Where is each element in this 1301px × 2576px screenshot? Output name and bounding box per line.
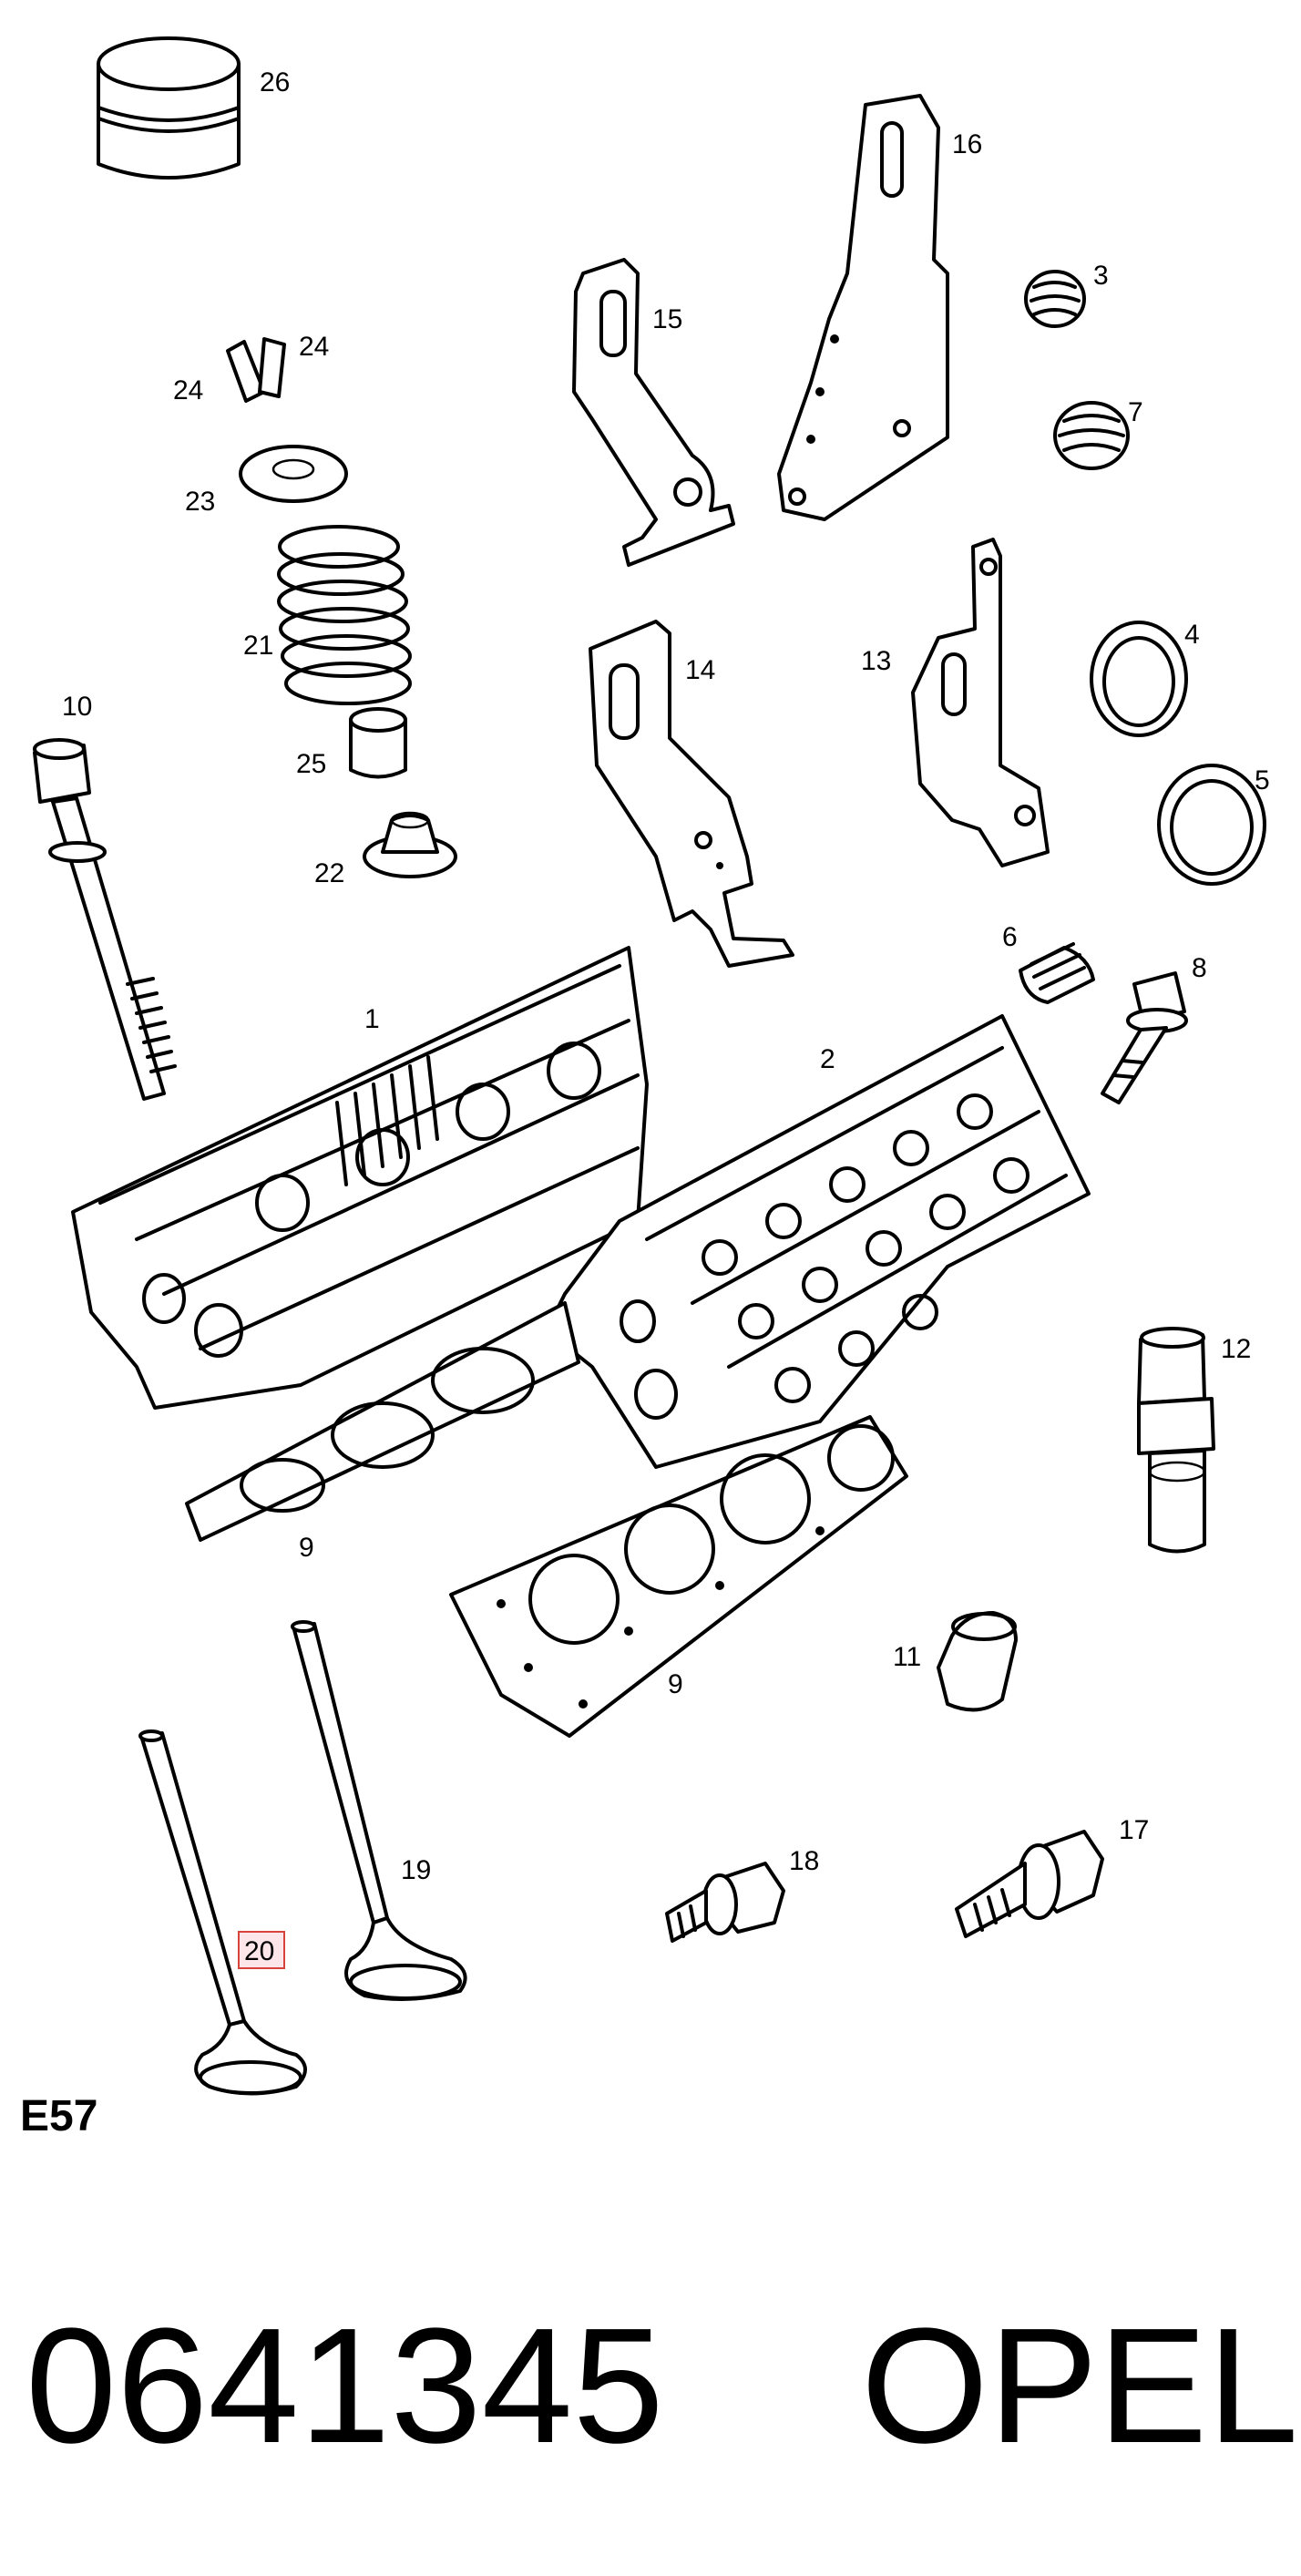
callout-23: 23 — [185, 487, 215, 517]
callout-24-right: 24 — [299, 332, 329, 362]
part-13-bracket — [911, 538, 1050, 867]
callout-19: 19 — [401, 1855, 431, 1885]
part-12-sensor — [1137, 1327, 1215, 1554]
callout-3: 3 — [1093, 261, 1109, 291]
callout-1: 1 — [364, 1004, 380, 1034]
callout-11: 11 — [893, 1642, 921, 1672]
callout-10: 10 — [62, 692, 92, 722]
part-23-spring-retainer — [239, 445, 348, 503]
part-9-head-gasket-right — [449, 1415, 908, 1738]
callout-24-left: 24 — [173, 375, 203, 405]
callout-16: 16 — [952, 129, 982, 159]
brand-name: OPEL — [861, 2294, 1298, 2478]
callout-18: 18 — [789, 1846, 819, 1876]
callout-2: 2 — [820, 1044, 835, 1074]
part-17-bolt — [955, 1830, 1104, 1938]
callout-7: 7 — [1128, 397, 1143, 427]
callout-20-highlight — [238, 1931, 285, 1969]
callout-9-left: 9 — [299, 1533, 314, 1563]
part-16-tall-bracket — [777, 94, 949, 521]
part-10-head-bolt — [33, 738, 177, 1101]
part-22-spring-seat — [363, 811, 457, 878]
part-25-stem-seal — [349, 707, 407, 779]
callout-22: 22 — [314, 858, 344, 888]
part-26-tappet — [97, 36, 241, 180]
callout-21: 21 — [243, 631, 273, 661]
part-3-plug — [1024, 270, 1086, 328]
callout-4: 4 — [1184, 620, 1200, 650]
part-21-valve-spring — [277, 525, 412, 705]
part-11-plug — [937, 1611, 1018, 1712]
callout-13: 13 — [861, 646, 891, 676]
callout-6: 6 — [1002, 922, 1018, 952]
callout-20: 20 — [244, 1936, 274, 1966]
part-5-seal-ring — [1157, 764, 1266, 886]
part-1-cylinder-head — [71, 946, 649, 1410]
callout-9-right: 9 — [668, 1669, 683, 1699]
callout-25: 25 — [296, 749, 326, 779]
callout-26: 26 — [260, 67, 290, 97]
part-6-sleeve — [1019, 942, 1095, 1004]
part-14-bracket — [589, 620, 794, 968]
part-19-valve — [291, 1620, 467, 2001]
part-24-valve-keepers — [226, 337, 286, 403]
part-4-seal-ring — [1090, 621, 1188, 737]
part-7-plug — [1053, 401, 1130, 470]
part-20-valve — [138, 1729, 307, 2096]
part-18-bolt — [665, 1862, 785, 1943]
part-15-bracket — [572, 258, 735, 567]
part-8-bolt — [1101, 971, 1188, 1104]
callout-5: 5 — [1255, 765, 1270, 795]
callout-17: 17 — [1119, 1815, 1149, 1845]
part-number: 0641345 — [26, 2294, 664, 2478]
part-9-head-gasket-left — [185, 1301, 580, 1542]
section-code: E57 — [20, 2092, 97, 2140]
callout-14: 14 — [685, 655, 715, 685]
callout-8: 8 — [1192, 953, 1207, 983]
callout-15: 15 — [652, 304, 682, 334]
callout-12: 12 — [1221, 1334, 1251, 1364]
